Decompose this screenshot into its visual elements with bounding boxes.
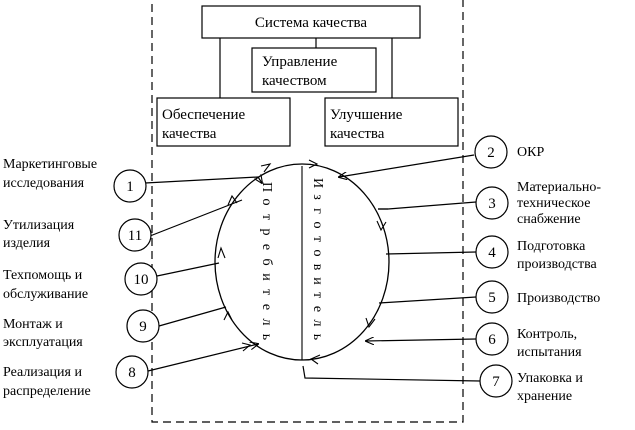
stage-1-label-line2: исследования: [3, 176, 85, 191]
stage-8-label-line1: Реализация и: [3, 365, 82, 380]
consumer-word-letter: ь: [259, 334, 274, 340]
consumer-word-letter: е: [259, 304, 274, 310]
stage-3-label-line2: техническое: [517, 196, 590, 211]
svg-text:7: 7: [492, 374, 500, 390]
stage-4-label-line2: производства: [517, 257, 598, 272]
quality-improvement-box: Улучшение качества: [324, 97, 459, 147]
consumer-word-letter: о: [259, 199, 274, 206]
quality-system-box: Система качества: [201, 5, 421, 39]
stage-5-label-line1: Производство: [517, 291, 600, 306]
consumer-vertical-word: По т р е б и т е л ь: [259, 182, 274, 340]
consumer-word-letter: б: [259, 258, 274, 265]
stage-9-label-line2: эксплуатация: [3, 335, 83, 350]
stage-10-label-line2: обслуживание: [3, 287, 88, 302]
stage-1-marker: 1: [113, 169, 147, 203]
stage-1-label-line1: Маркетинговые: [3, 157, 97, 172]
stage-8-label-line2: распределение: [3, 384, 91, 399]
loop-arrowheads: [217, 159, 387, 365]
stage-7-marker: 7: [479, 364, 513, 398]
stage-labels: Маркетинговые исследования ОКР Материаль…: [3, 145, 601, 404]
quality-assurance-line1: Обеспечение: [162, 107, 246, 123]
dashed-frame: [151, 0, 464, 423]
manufacturer-word-letter: о: [310, 250, 325, 257]
consumer-word-letter: л: [259, 319, 274, 326]
stage-arrows: [144, 154, 481, 382]
svg-text:6: 6: [488, 332, 496, 348]
stage-8-marker: 8: [115, 355, 149, 389]
manufacturer-word-letter: л: [310, 320, 325, 327]
svg-text:3: 3: [488, 196, 496, 212]
consumer-word-letter: т: [259, 214, 274, 220]
quality-improvement-line1: Улучшение: [330, 107, 403, 123]
manufacturer-word-letter: г: [310, 208, 325, 214]
stage-3-label-line3: снабжение: [517, 212, 581, 227]
stage-11-marker: 11: [118, 218, 152, 252]
consumer-word-letter: П: [259, 182, 274, 192]
stage-10-label-line1: Техпомощь и: [3, 268, 83, 283]
svg-text:4: 4: [488, 245, 496, 261]
stage-7-label-line1: Упаковка и: [517, 371, 583, 386]
quality-system-title: Система качества: [255, 15, 367, 31]
svg-text:10: 10: [134, 272, 149, 288]
quality-assurance-line2: качества: [162, 126, 217, 142]
stage-markers: 1 2 3 4 5 6 7 8 9 10 11: [113, 135, 513, 398]
stage-6-label-line1: Контроль,: [517, 327, 577, 342]
consumer-word-letter: е: [259, 244, 274, 250]
stage-11-label-line1: Утилизация: [3, 218, 75, 233]
box-connectors: [219, 38, 393, 98]
svg-text:11: 11: [128, 228, 142, 244]
manufacturer-word-letter: в: [310, 264, 325, 271]
quality-assurance-box: Обеспечение качества: [156, 97, 291, 147]
stage-10-marker: 10: [124, 262, 158, 296]
manufacturer-word-letter: т: [310, 236, 325, 242]
quality-management-box: Управление качеством: [251, 47, 377, 93]
quality-management-line2: качеством: [262, 73, 327, 89]
stage-9-marker: 9: [126, 309, 160, 343]
svg-text:8: 8: [128, 365, 136, 381]
consumer-word-letter: т: [259, 289, 274, 295]
svg-text:5: 5: [488, 290, 496, 306]
manufacturer-word-letter: И: [310, 178, 325, 188]
stage-4-label-line1: Подготовка: [517, 239, 586, 254]
stage-5-marker: 5: [475, 280, 509, 314]
stage-11-label-line2: изделия: [3, 236, 51, 251]
stage-4-marker: 4: [475, 235, 509, 269]
manufacturer-word-letter: т: [310, 292, 325, 298]
quality-management-line1: Управление: [262, 54, 338, 70]
stage-7-label-line2: хранение: [517, 389, 572, 404]
consumer-word-letter: и: [259, 273, 274, 281]
consumer-word-letter: р: [259, 229, 274, 236]
manufacturer-word-letter: е: [310, 306, 325, 312]
stage-9-label-line1: Монтаж и: [3, 317, 63, 332]
manufacturer-word-letter: з: [310, 194, 325, 200]
quality-improvement-line2: качества: [330, 126, 385, 142]
stage-3-label-line1: Материально-: [517, 180, 601, 195]
stage-6-marker: 6: [475, 322, 509, 356]
svg-text:1: 1: [126, 179, 134, 195]
manufacturer-word-letter: о: [310, 222, 325, 229]
svg-text:9: 9: [139, 319, 147, 335]
stage-2-marker: 2: [474, 135, 508, 169]
manufacturer-word-letter: и: [310, 277, 325, 285]
svg-text:2: 2: [487, 145, 495, 161]
stage-2-label-line1: ОКР: [517, 145, 544, 160]
stage-3-marker: 3: [475, 186, 509, 220]
stage-6-label-line2: испытания: [517, 345, 582, 360]
manufacturer-word-letter: ь: [310, 334, 325, 340]
